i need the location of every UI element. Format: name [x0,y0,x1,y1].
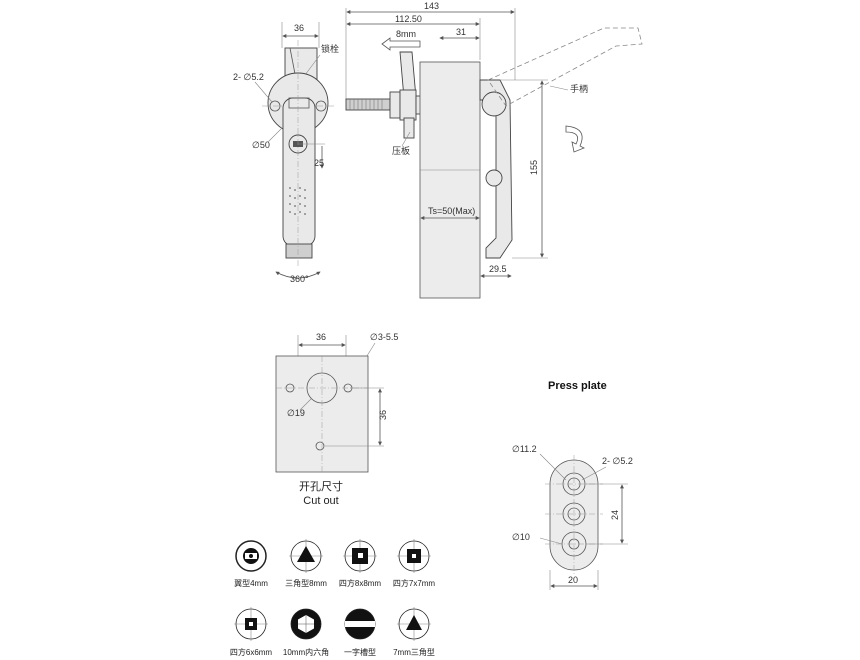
top-width-dim: 36 [294,23,304,33]
key-label-hexagon: 10mm内六角 [282,648,330,657]
key-label-slot: 一字槽型 [344,648,376,657]
cutout-title-en: Cut out [303,495,339,507]
key-label-triangle-8: 三角型8mm [285,579,327,588]
cutout-hole-dim: ∅3-5.5 [370,332,398,342]
small-holes-dim: 2- ∅5.2 [602,456,633,466]
key-type-wing [235,540,267,572]
lower-hole-dim: ∅10 [512,532,530,542]
key-type-triangle-8 [289,539,323,573]
door-panel [419,61,481,299]
press-plate-view: ∅11.2 2- ∅5.2 24 ∅10 20 [512,444,633,590]
offset-dim: 25 [314,158,324,168]
travel-label: 8mm [396,29,416,39]
threaded-rod [345,98,391,111]
holes-label: 2- ∅5.2 [233,72,264,82]
cutout-width-dim: 36 [316,332,326,342]
key-types [234,539,431,641]
cutout-title: 开孔尺寸 Cut out [286,480,356,508]
cutout-view: 36 ∅3-5.5 ∅19 36 [275,332,398,473]
key-label-wing: 翼型4mm [234,579,268,588]
travel-arrow-icon [381,37,421,51]
rotate-arrow-icon [565,125,585,153]
key-label-triangle-7: 7mm三角型 [393,648,435,657]
bottom-dim: 29.5 [489,264,507,274]
handle-label: 手柄 [570,83,588,94]
height-dim: 155 [529,160,539,175]
key-label-square-7: 四方7x7mm [392,579,436,588]
press-width-dim: 20 [568,575,578,585]
circle-dim: ∅50 [252,140,270,150]
side-view: 143 112.50 31 8mm 压板 Ts=50(Max) [345,1,643,299]
top-view: 36 锁栓 2- ∅5.2 ∅50 25 360° [233,22,339,284]
ts-label: Ts=50(Max) [428,206,475,216]
press-plate-title: Press plate [548,380,607,392]
cutout-height-dim: 36 [378,410,388,420]
dim-mid: 112.50 [395,14,422,24]
rotation-label: 360° [290,274,309,284]
key-label-square-8: 四方8x8mm [338,579,382,588]
cutout-title-cn: 开孔尺寸 [299,481,343,493]
key-type-slot [344,608,376,640]
dim-small: 31 [456,27,466,37]
bolt-label: 锁栓 [321,43,339,54]
key-type-triangle-7 [397,607,431,641]
dim-total: 143 [424,1,439,11]
key-type-hexagon [290,608,322,640]
key-type-square-6 [234,607,268,641]
key-type-square-8 [343,539,377,573]
key-label-square-6: 四方6x6mm [229,648,273,657]
big-hole-dim: ∅11.2 [512,444,537,454]
press-label: 压板 [392,145,410,156]
handle-body [282,97,316,247]
rotated-handle [487,27,643,107]
pitch-dim: 24 [610,510,620,520]
key-type-square-7 [397,539,431,573]
handle-grip-end [285,243,313,259]
cutout-center-dim: ∅19 [287,408,305,418]
